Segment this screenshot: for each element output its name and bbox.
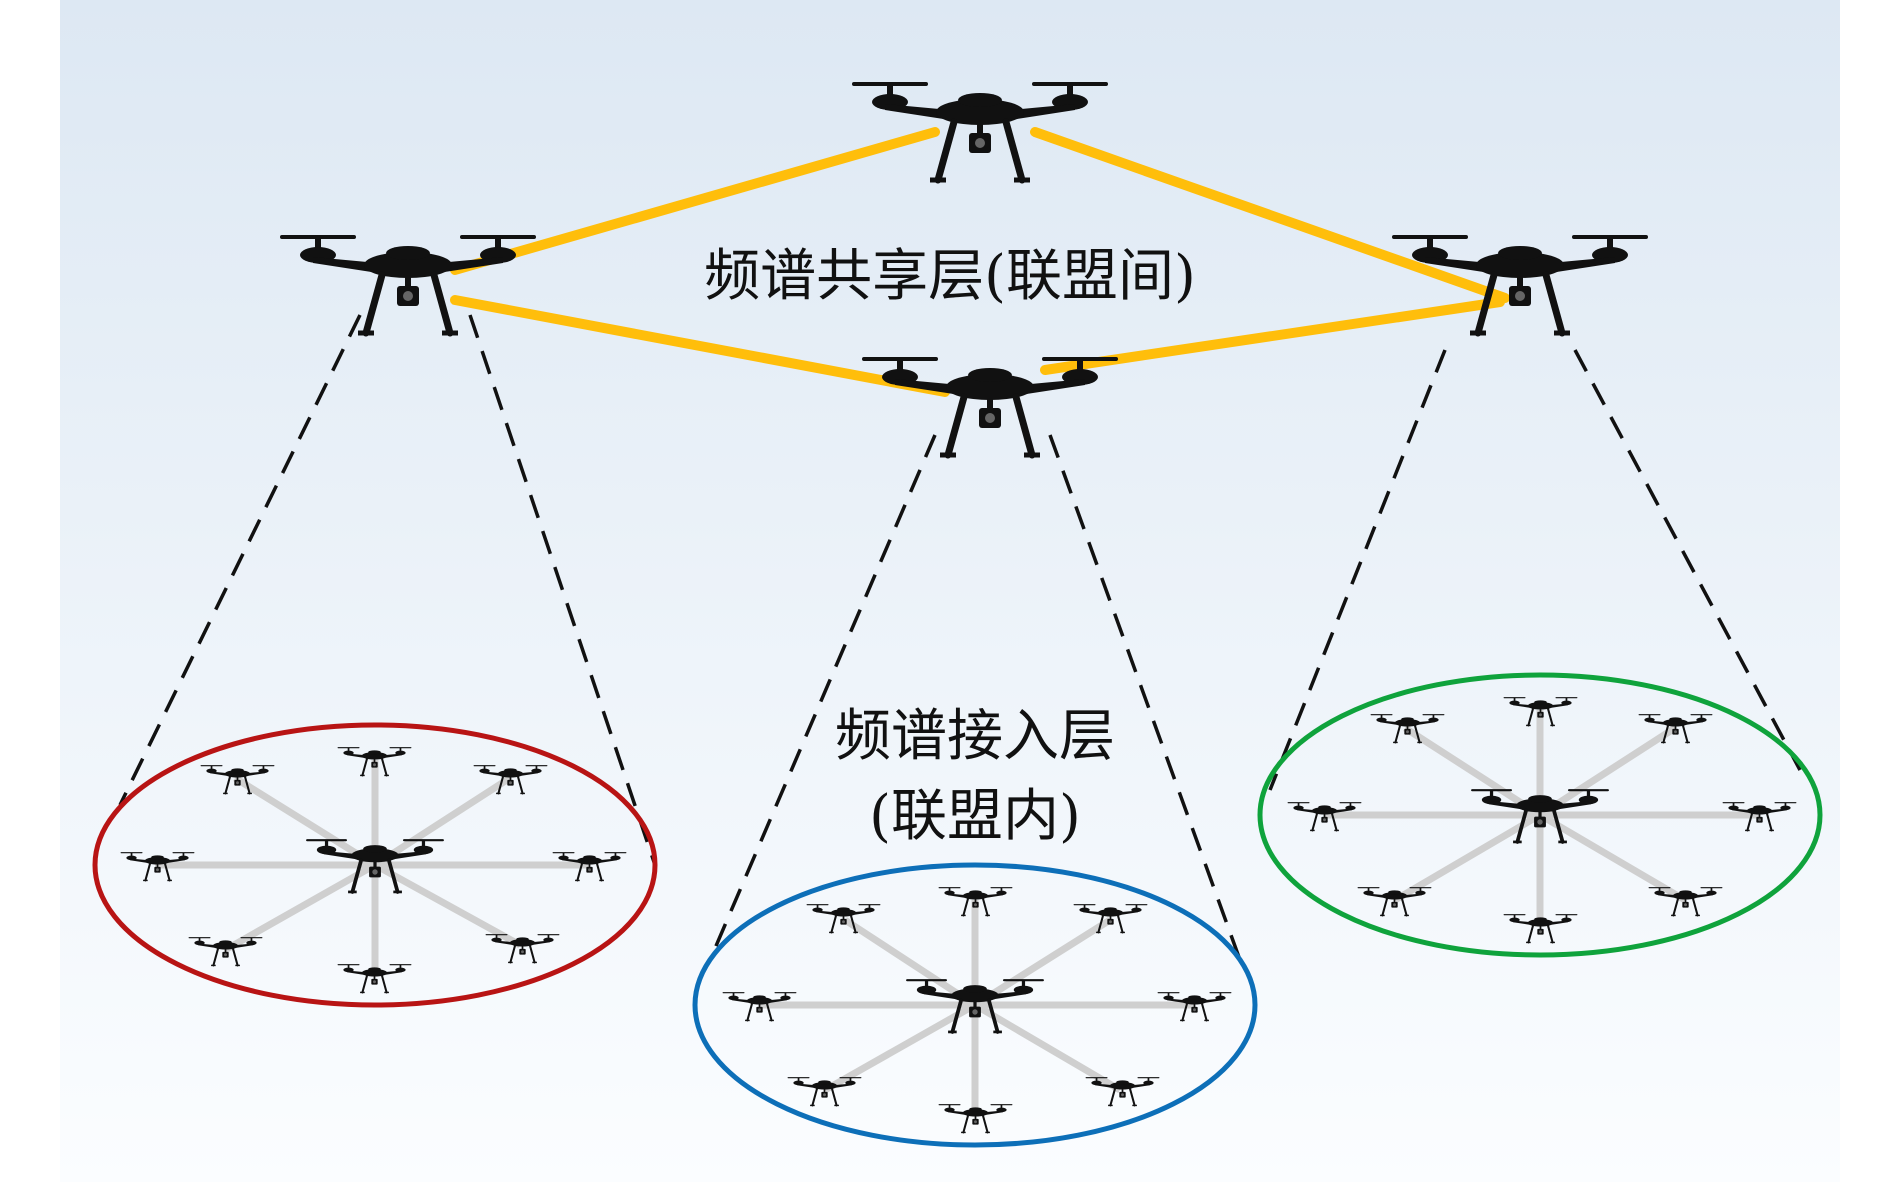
cluster-right-ellipse [1257, 672, 1823, 958]
cluster-left [92, 722, 658, 1008]
cluster-right [1257, 672, 1823, 958]
cluster-left-spokes [155, 760, 590, 975]
link-middle-right [1040, 297, 1505, 375]
dashed-line-left-outer [118, 314, 362, 806]
inter-coalition-links [450, 127, 1510, 397]
cluster-middle-spokes [760, 900, 1195, 1115]
cluster-left-ellipse [92, 722, 658, 1008]
cluster-middle-ellipse [692, 862, 1258, 1148]
dashed-line-middle-outer [708, 434, 937, 961]
dashed-line-right-outer [1268, 349, 1447, 791]
access-layer-label-line2: (联盟内) [869, 784, 1081, 849]
link-left-middle [450, 295, 950, 397]
dashed-line-left-inner [468, 314, 657, 866]
sharing-layer-label: 频谱共享层(联盟间) [704, 244, 1196, 309]
cluster-middle [692, 862, 1258, 1148]
dashed-line-middle-inner [1048, 434, 1242, 961]
dashed-line-right-inner [1573, 349, 1802, 771]
dashed-projection-lines [118, 314, 1802, 961]
link-left-top [450, 127, 940, 275]
access-layer-label-line1: 频谱接入层 [835, 704, 1115, 769]
cluster-right-spokes [1325, 710, 1760, 925]
link-top-right [1030, 127, 1510, 303]
